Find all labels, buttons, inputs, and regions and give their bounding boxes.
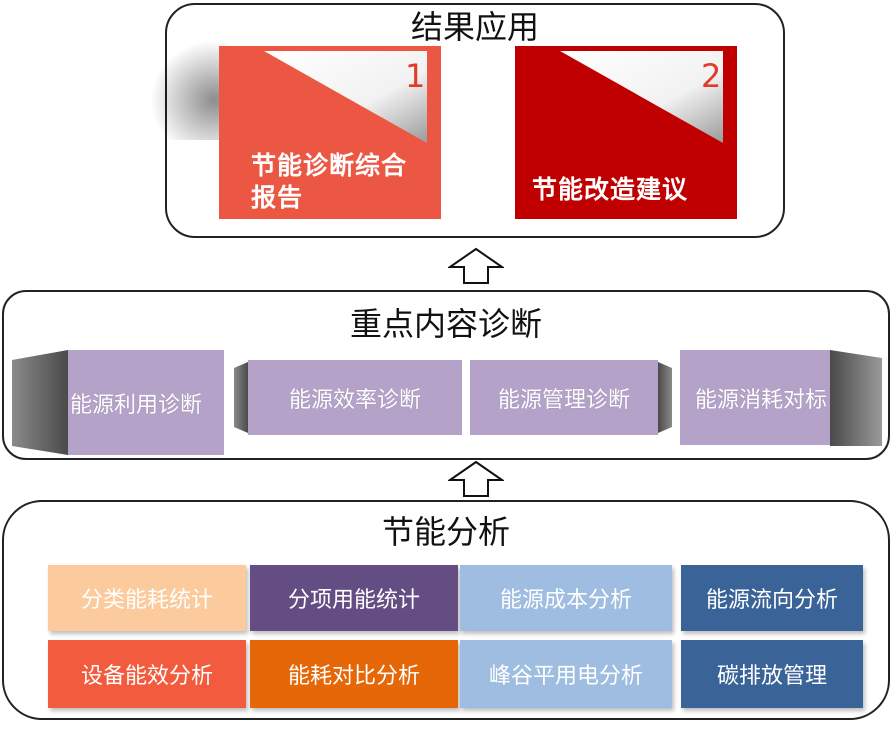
card-number: 2	[701, 57, 722, 95]
analysis-cell: 分类能耗统计	[48, 565, 246, 631]
analysis-cell: 能耗对比分析	[250, 640, 458, 708]
result-card-retrofit: 2 节能改造建议	[515, 46, 737, 219]
diagnosis-box-utilization: 能源利用诊断	[12, 350, 224, 455]
card-label: 节能改造建议	[532, 175, 689, 204]
analysis-cell: 设备能效分析	[48, 640, 246, 708]
key-diagnosis-title: 重点内容诊断	[349, 305, 542, 343]
analysis-cell: 碳排放管理	[681, 640, 863, 708]
analysis-cell: 峰谷平用电分析	[460, 640, 672, 708]
result-application-title: 结果应用	[410, 8, 539, 46]
box-side-graphic	[830, 350, 882, 446]
page-curl-graphic	[264, 51, 427, 143]
page-curl-graphic	[560, 51, 723, 143]
result-card-report: 1 节能诊断综合 报告	[219, 46, 441, 219]
diagnosis-box-efficiency: 能源效率诊断	[234, 360, 462, 435]
diagnosis-label: 能源效率诊断	[248, 360, 462, 435]
diagnosis-label: 能源管理诊断	[470, 360, 658, 435]
box-side-graphic	[12, 350, 68, 455]
diagnosis-label: 能源消耗对标	[680, 350, 830, 445]
diagnosis-box-benchmark: 能源消耗对标	[680, 350, 882, 455]
diagnosis-box-management: 能源管理诊断	[470, 360, 672, 435]
box-side-graphic	[234, 362, 248, 433]
up-arrow-icon	[448, 460, 504, 497]
up-arrow-icon	[448, 247, 504, 284]
analysis-cell: 能源成本分析	[460, 565, 672, 631]
analysis-cell: 能源流向分析	[681, 565, 863, 631]
analysis-cell: 分项用能统计	[250, 565, 458, 631]
box-side-graphic	[658, 362, 672, 433]
card-number: 1	[405, 57, 426, 95]
energy-analysis-title: 节能分析	[381, 513, 510, 551]
card-label: 节能诊断综合 报告	[251, 151, 408, 212]
diagnosis-label: 能源利用诊断	[68, 350, 224, 455]
card-shadow	[150, 40, 230, 140]
